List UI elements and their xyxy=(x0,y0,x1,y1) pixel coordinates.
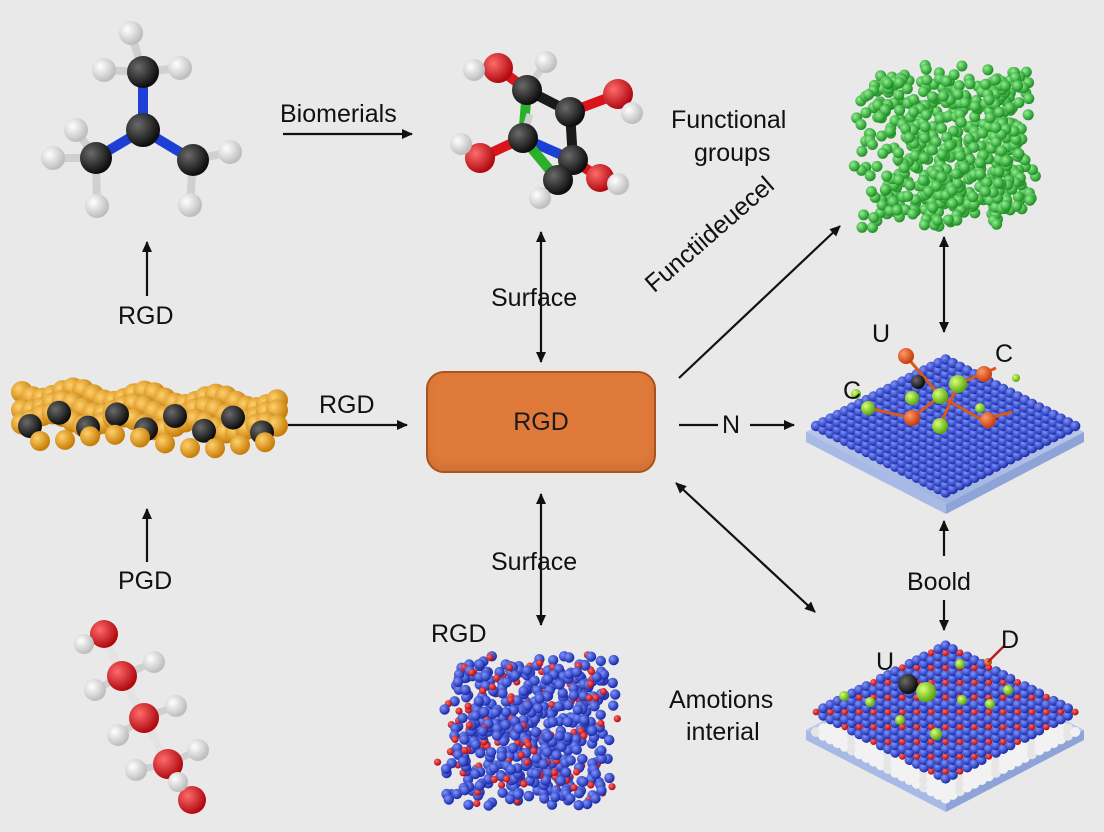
green-particle-cube xyxy=(848,59,1041,233)
label-rgd-bottom: RGD xyxy=(431,620,487,648)
arrow-functiideuecel xyxy=(678,225,841,379)
label-surface-top: Surface xyxy=(491,284,578,312)
label-amotions-line2: interial xyxy=(686,718,760,746)
label-surface-bottom: Surface xyxy=(491,548,578,576)
label-rgd-left-top: RGD xyxy=(118,302,174,330)
label-functional-groups-line2: groups xyxy=(694,139,771,167)
label-amotions-line1: Amotions xyxy=(669,686,774,714)
arrow-diagonal-lower xyxy=(675,482,816,613)
blue-red-particle-cube xyxy=(433,651,621,811)
sugar-ring-molecule xyxy=(450,51,643,209)
label-surface-upper-c-right: C xyxy=(995,340,1014,368)
label-functional-groups-line1: Functional xyxy=(671,106,787,134)
hydroxyl-chain-molecule xyxy=(74,620,209,814)
label-n-arrow: N xyxy=(722,411,741,439)
label-surface-upper-c-left: C xyxy=(843,377,862,405)
functionalized-surface-lower xyxy=(806,640,1084,812)
label-boold: Boold xyxy=(907,568,971,596)
center-rgd-box: RGD xyxy=(426,371,656,473)
amine-molecule xyxy=(41,21,242,218)
center-box-label: RGD xyxy=(513,407,569,436)
functionalized-surface-upper xyxy=(806,348,1084,514)
label-pgd: PGD xyxy=(118,567,173,595)
label-rgd-mid-arrow: RGD xyxy=(319,391,375,419)
label-surface-lower-u: U xyxy=(876,648,895,676)
label-surface-upper-u: U xyxy=(872,320,891,348)
label-surface-lower-d: D xyxy=(1001,626,1020,654)
label-biomerials: Biomerials xyxy=(280,100,397,128)
gold-polymer-chain xyxy=(11,377,288,459)
arrows xyxy=(142,129,949,631)
